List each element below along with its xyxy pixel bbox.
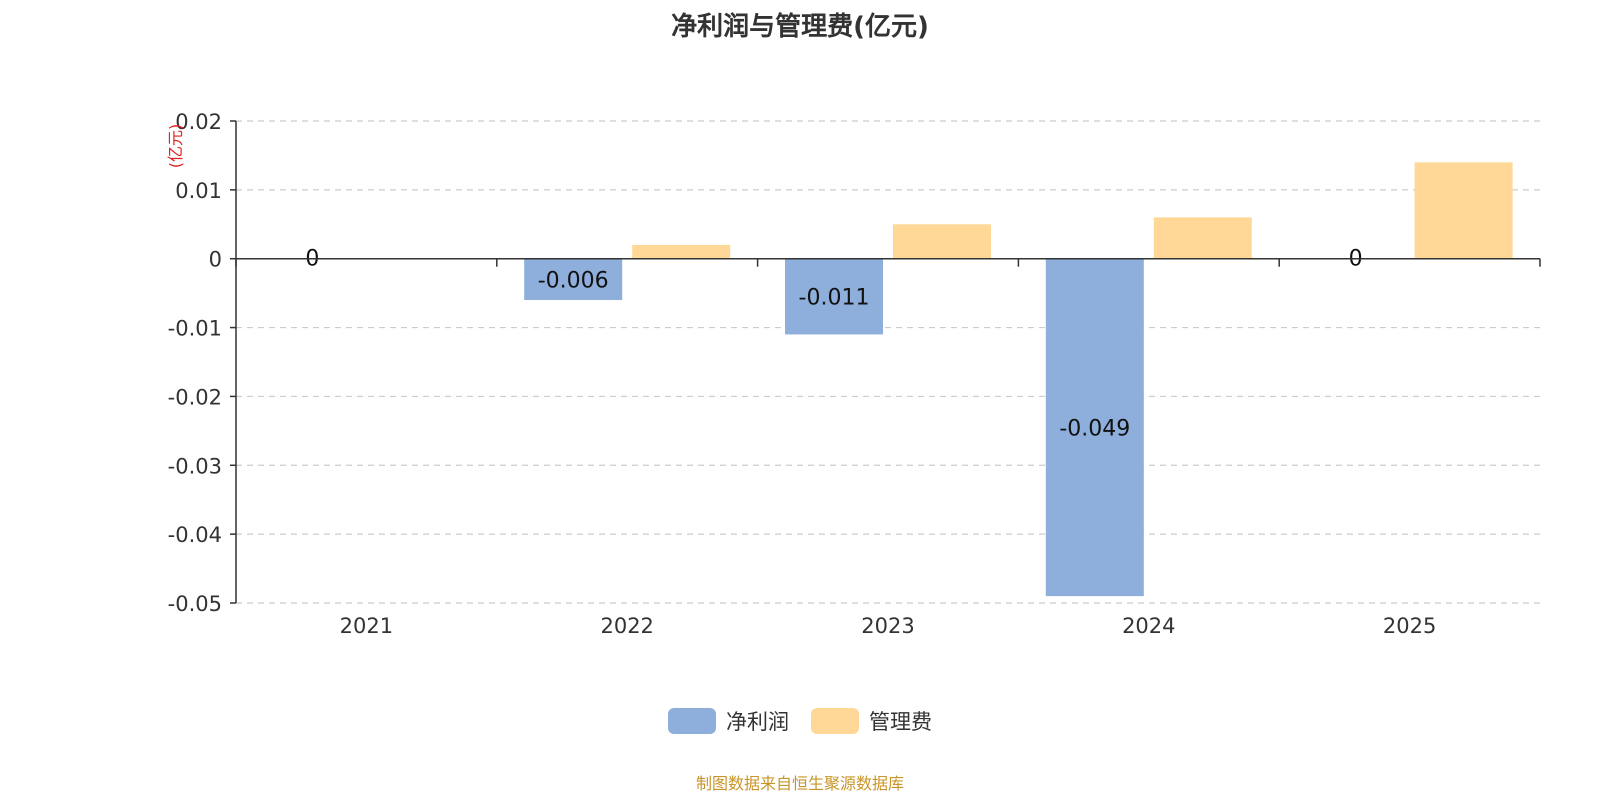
source-note: 制图数据来自恒生聚源数据库	[695, 774, 904, 793]
legend-swatch-admin-fee	[811, 708, 859, 734]
bar-admin-fee-2022	[632, 244, 731, 259]
data-label-net-profit-2023: -0.011	[799, 286, 870, 311]
legend-label-net-profit: 净利润	[726, 710, 789, 734]
data-label-net-profit-2024: -0.049	[1059, 416, 1130, 441]
chart-title: 净利润与管理费(亿元)	[671, 12, 929, 42]
bar-chart: 0.020.010-0.01-0.02-0.03-0.04-0.05(亿元)0-…	[166, 110, 1541, 638]
y-axis-label: (亿元)	[166, 124, 185, 169]
data-label-net-profit-2022: -0.006	[538, 268, 609, 293]
y-tick-label: -0.04	[168, 523, 222, 547]
y-tick-label: -0.02	[168, 385, 222, 409]
bar-admin-fee-2024	[1153, 217, 1252, 259]
x-tick-label: 2024	[1122, 614, 1175, 638]
legend-item-admin-fee[interactable]: 管理费	[811, 706, 932, 736]
bar-admin-fee-2025	[1414, 162, 1513, 259]
bar-net-profit-2024	[1045, 258, 1144, 597]
bar-net-profit-2022	[524, 258, 623, 301]
legend: 净利润 管理费	[0, 706, 1600, 736]
y-tick-label: -0.03	[168, 454, 222, 478]
x-tick-label: 2021	[340, 614, 393, 638]
bar-admin-fee-2023	[893, 224, 991, 259]
bar-net-profit-2023	[785, 258, 883, 335]
legend-swatch-net-profit	[668, 708, 716, 734]
y-tick-label: 0.01	[175, 179, 222, 203]
x-tick-label: 2025	[1383, 614, 1436, 638]
x-tick-label: 2023	[861, 614, 914, 638]
x-tick-label: 2022	[600, 614, 653, 638]
y-tick-label: 0	[209, 248, 222, 272]
y-tick-label: -0.05	[168, 592, 222, 616]
legend-item-net-profit[interactable]: 净利润	[668, 706, 789, 736]
legend-label-admin-fee: 管理费	[869, 710, 932, 734]
y-tick-label: 0.02	[175, 110, 222, 134]
y-tick-label: -0.01	[168, 317, 222, 341]
